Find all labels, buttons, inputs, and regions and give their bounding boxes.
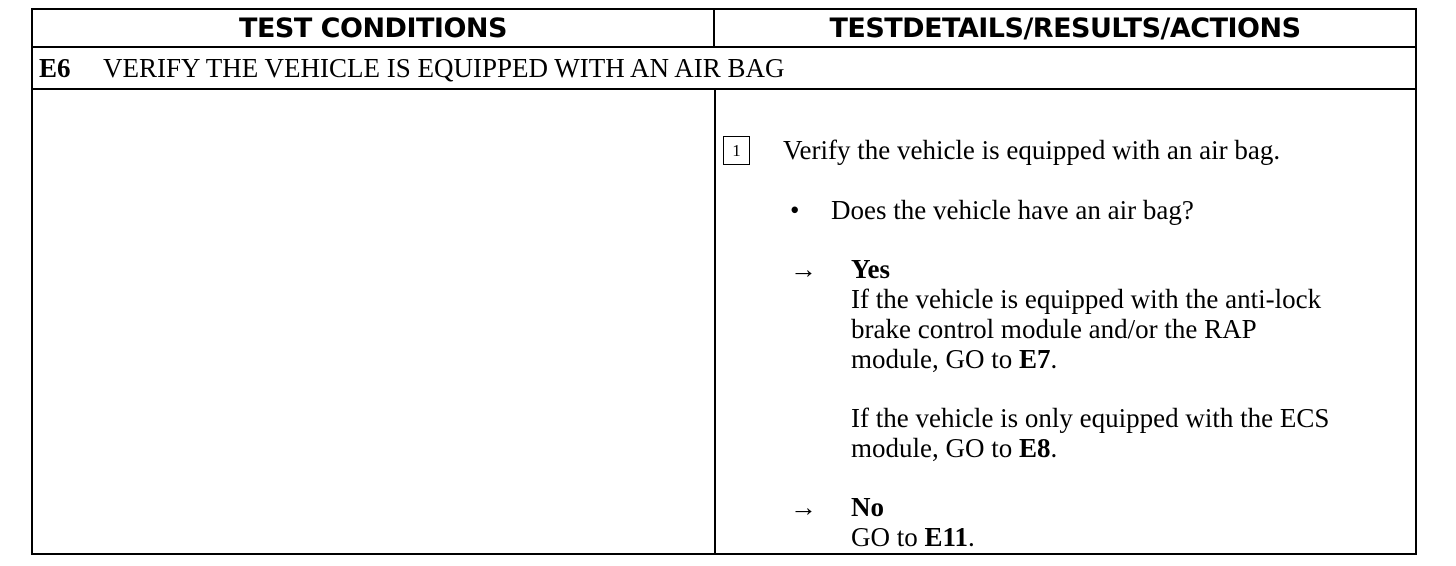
header-test-details: TESTDETAILS/RESULTS/ACTIONS: [715, 10, 1415, 48]
yes-line-1: If the vehicle is equipped with the anti…: [851, 284, 1322, 314]
yes-arrow-icon: →: [790, 254, 817, 284]
step-id: E6: [39, 52, 71, 83]
ref-e11: E11: [924, 522, 969, 552]
yes-line-3: module, GO to E7.: [851, 344, 1058, 374]
yes-line-4: If the vehicle is only equipped with the…: [851, 403, 1330, 433]
test-details-cell: 1 Verify the vehicle is equipped with an…: [716, 90, 1415, 555]
diagnostic-table: TEST CONDITIONS TESTDETAILS/RESULTS/ACTI…: [31, 8, 1417, 555]
question-text: Does the vehicle have an air bag?: [831, 195, 1194, 225]
no-arrow-icon: →: [790, 492, 817, 522]
header-test-conditions: TEST CONDITIONS: [33, 10, 715, 48]
yes-line-5: module, GO to E8.: [851, 433, 1058, 463]
step-number-box: 1: [723, 136, 750, 165]
ref-e7: E7: [1019, 344, 1051, 374]
ref-e8: E8: [1019, 433, 1051, 463]
bullet-icon: •: [790, 195, 800, 225]
step-title: VERIFY THE VEHICLE IS EQUIPPED WITH AN A…: [103, 52, 785, 83]
yes-line-2: brake control module and/or the RAP: [851, 314, 1257, 344]
instruction-text: Verify the vehicle is equipped with an a…: [783, 135, 1281, 165]
no-label: No: [851, 492, 884, 522]
column-divider: [714, 90, 716, 555]
test-conditions-cell: [33, 90, 714, 555]
yes-label: Yes: [851, 254, 890, 284]
step-title-row: E6 VERIFY THE VEHICLE IS EQUIPPED WITH A…: [33, 48, 1415, 90]
no-action: GO to E11.: [851, 522, 975, 552]
